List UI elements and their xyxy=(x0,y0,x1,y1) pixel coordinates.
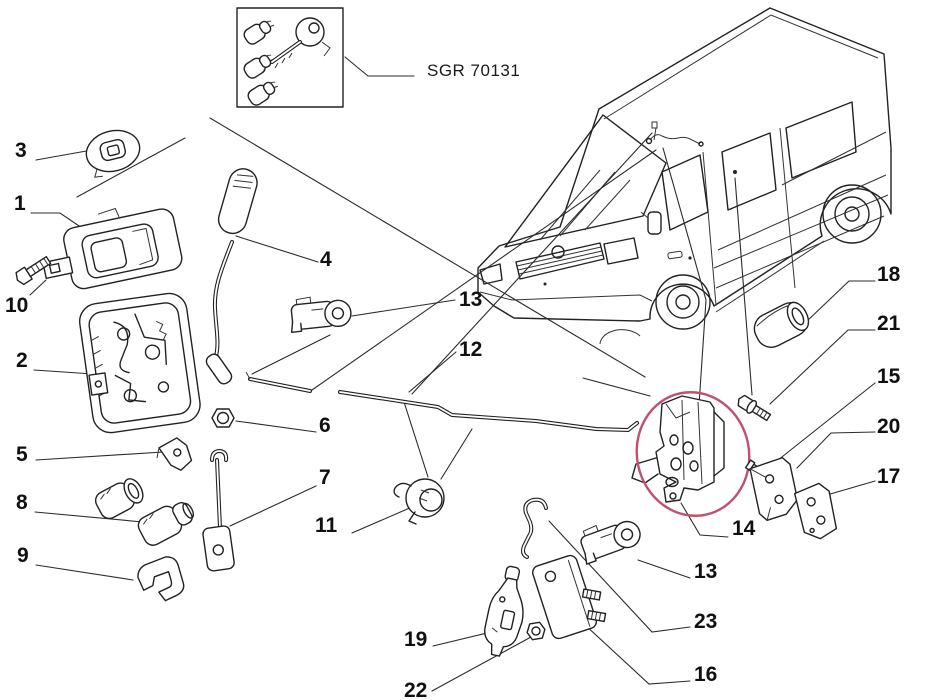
part-19-drawing xyxy=(484,565,524,657)
part-5-drawing xyxy=(156,437,193,471)
part-label-15-21: 15 xyxy=(877,365,901,388)
part-label-8-5: 8 xyxy=(16,491,28,514)
part-label-12-9: 12 xyxy=(459,338,482,361)
part-label-16-18: 16 xyxy=(694,663,717,686)
part-23-drawing xyxy=(521,497,548,559)
part-3-drawing xyxy=(85,129,141,178)
part-label-1-1: 1 xyxy=(14,192,26,215)
part-label-11-12: 11 xyxy=(315,514,338,537)
van-illustration xyxy=(477,7,892,345)
part-11-drawing xyxy=(393,478,445,525)
part-18-drawing xyxy=(753,301,810,348)
part-9-drawing xyxy=(137,556,185,602)
rear-wheel xyxy=(822,184,882,244)
kit-label: SGR 70131 xyxy=(427,61,520,80)
part-label-19-13: 19 xyxy=(404,628,427,651)
lock-cylinder-icon xyxy=(247,81,279,106)
part-label-20-22: 20 xyxy=(877,415,900,438)
part-labels: 3 1 10 2 5 8 9 4 13 12 6 7 11 19 22 14 13 23 16 18 21 15 20 17 xyxy=(5,139,901,700)
part-20-drawing xyxy=(749,457,799,521)
part-13-lower-drawing xyxy=(580,520,641,565)
part-21-drawing xyxy=(737,394,772,422)
part-label-17-23: 17 xyxy=(877,465,900,488)
headlight xyxy=(479,263,503,285)
part-label-7-11: 7 xyxy=(319,466,331,489)
part-14-drawing xyxy=(631,395,725,503)
part-12-drawing xyxy=(245,371,639,432)
part-label-13-8: 13 xyxy=(459,288,482,311)
part-4-drawing xyxy=(205,168,258,385)
highlight-circle xyxy=(635,391,751,517)
reference-lines xyxy=(76,56,753,480)
part-label-3-0: 3 xyxy=(15,139,27,162)
part-22-drawing xyxy=(526,621,546,641)
part-10-drawing xyxy=(15,255,52,286)
part-6-drawing xyxy=(211,408,235,428)
sliding-door-lock-point xyxy=(733,170,737,174)
part-label-18-19: 18 xyxy=(877,263,901,286)
kit-box xyxy=(236,7,344,108)
part-label-9-6: 9 xyxy=(17,544,29,567)
lock-cylinder-icon xyxy=(243,54,275,79)
key-icon xyxy=(270,17,331,69)
part-label-4-7: 4 xyxy=(320,248,332,271)
part-label-22-14: 22 xyxy=(404,679,427,700)
part-label-13-16: 13 xyxy=(694,560,717,583)
side-mirror xyxy=(640,211,662,235)
part-16-drawing xyxy=(532,554,607,640)
grille xyxy=(515,242,605,280)
part-label-2-3: 2 xyxy=(16,349,28,372)
part-label-23-17: 23 xyxy=(694,610,717,633)
part-label-14-15: 14 xyxy=(732,517,756,540)
part-2-drawing xyxy=(78,292,201,434)
part-13-upper-drawing xyxy=(290,296,352,333)
brand-emblem-icon xyxy=(551,245,565,259)
windshield xyxy=(504,114,667,248)
part-1-drawing xyxy=(42,207,183,290)
lock-cylinder-icon xyxy=(243,20,275,45)
part-7-drawing xyxy=(202,449,235,572)
part-label-5-4: 5 xyxy=(16,443,28,466)
door-handle xyxy=(667,250,683,260)
headlight xyxy=(603,237,639,265)
part-17-drawing xyxy=(793,482,838,540)
part-8-drawing xyxy=(94,478,195,546)
part-label-10-2: 10 xyxy=(5,294,28,317)
front-wheel xyxy=(655,274,711,330)
part-label-6-10: 6 xyxy=(319,414,331,437)
part-label-21-20: 21 xyxy=(877,312,901,335)
lock-harness xyxy=(645,121,704,147)
